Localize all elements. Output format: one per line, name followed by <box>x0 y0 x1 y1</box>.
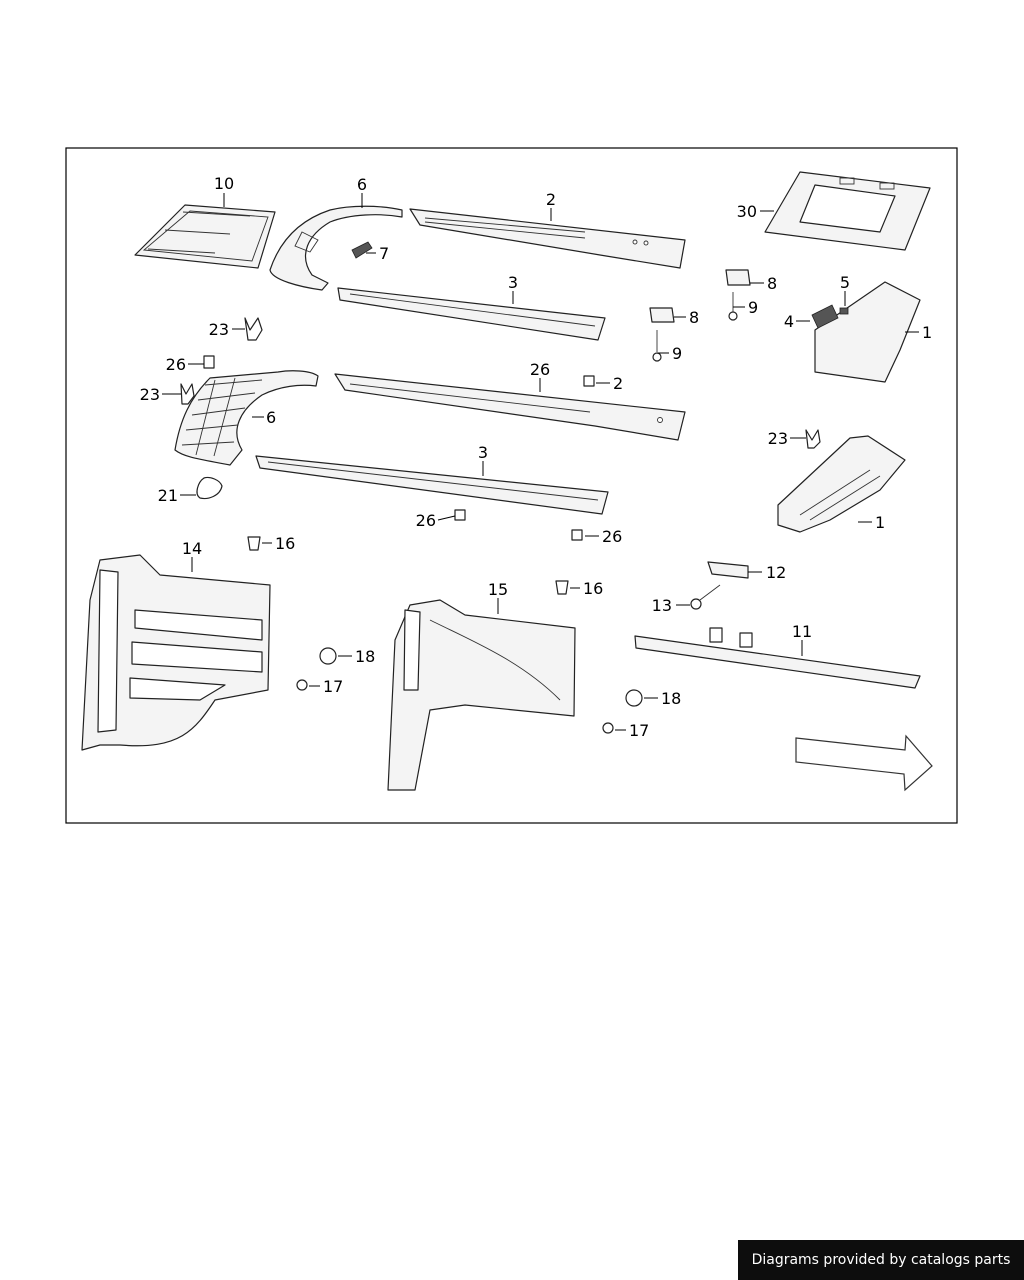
callout-8: 8 <box>767 274 777 293</box>
callout-14: 14 <box>182 539 202 558</box>
callout-4: 4 <box>784 312 794 331</box>
callout-18: 18 <box>661 689 681 708</box>
callout-3: 3 <box>508 273 518 292</box>
part-clip-26b <box>583 375 595 387</box>
part-screw-upper <box>652 292 738 362</box>
part-roof-rail-lower <box>334 373 686 441</box>
part-screw-17b <box>602 722 614 734</box>
callout-21: 21 <box>158 486 178 505</box>
callout-23: 23 <box>209 320 229 339</box>
part-clip-23b <box>180 383 195 405</box>
callout-9: 9 <box>748 298 758 317</box>
part-washer-18b <box>625 689 643 707</box>
callout-26: 2 <box>613 374 623 393</box>
part-screw-13 <box>690 584 721 610</box>
callout-26: 26 <box>416 511 436 530</box>
callout-26: 26 <box>166 355 186 374</box>
part-bracket-12 <box>707 561 749 579</box>
part-sunroof-frame <box>764 171 931 251</box>
direction-arrow <box>795 734 933 792</box>
callout-23: 23 <box>768 429 788 448</box>
part-trim-strip-upper <box>337 287 606 341</box>
part-gasket <box>196 476 223 500</box>
callout-labels: 10 6 2 30 7 3 8 5 9 23 8 4 1 9 26 2 26 2… <box>140 174 933 740</box>
part-clip-26d <box>571 529 583 541</box>
callout-3: 3 <box>478 443 488 462</box>
callout-17: 17 <box>629 721 649 740</box>
part-corner-trim-lower <box>174 370 319 466</box>
callout-13: 13 <box>652 596 672 615</box>
part-clip-16a <box>247 536 261 551</box>
part-clip-23c <box>805 429 821 449</box>
part-side-panel-lower <box>777 435 906 533</box>
part-floor-mat <box>134 204 276 269</box>
part-small-grille <box>351 241 373 259</box>
part-washer-18a <box>319 647 337 665</box>
callout-26: 26 <box>602 527 622 546</box>
callout-7: 7 <box>379 244 389 263</box>
part-clip-26a <box>203 355 215 369</box>
callout-1: 1 <box>922 323 932 342</box>
callout-23: 23 <box>140 385 160 404</box>
callout-6: 6 <box>357 175 367 194</box>
callout-30: 30 <box>737 202 757 221</box>
part-roof-rail-upper <box>409 208 686 269</box>
part-bracket-upper <box>649 269 751 323</box>
part-clip-16b <box>555 580 569 595</box>
callout-9: 9 <box>672 344 682 363</box>
callout-10: 10 <box>214 174 234 193</box>
credit-footer: Diagrams provided by catalogs parts <box>738 1240 1024 1280</box>
callout-6: 6 <box>266 408 276 427</box>
part-screw-17a <box>296 679 308 691</box>
diagram-frame <box>65 147 958 824</box>
callout-1: 1 <box>875 513 885 532</box>
part-clip-23a <box>244 317 263 341</box>
callout-2: 2 <box>546 190 556 209</box>
callout-11: 11 <box>792 622 812 641</box>
part-side-panel-upper <box>811 281 921 383</box>
part-trim-strip-lower <box>255 455 609 515</box>
callout-15: 15 <box>488 580 508 599</box>
part-quarter-panel-right <box>387 599 576 791</box>
callout-5: 5 <box>840 273 850 292</box>
leader-lines <box>162 193 919 731</box>
callout-17: 17 <box>323 677 343 696</box>
callout-16: 16 <box>275 534 295 553</box>
part-corner-trim-upper <box>269 205 403 291</box>
callout-8: 8 <box>689 308 699 327</box>
callout-2: 26 <box>530 360 550 379</box>
callout-16: 16 <box>583 579 603 598</box>
part-quarter-panel-left <box>81 554 271 751</box>
callout-18: 18 <box>355 647 375 666</box>
part-long-rail <box>634 627 921 689</box>
part-clip-26c <box>454 509 466 521</box>
callout-12: 12 <box>766 563 786 582</box>
